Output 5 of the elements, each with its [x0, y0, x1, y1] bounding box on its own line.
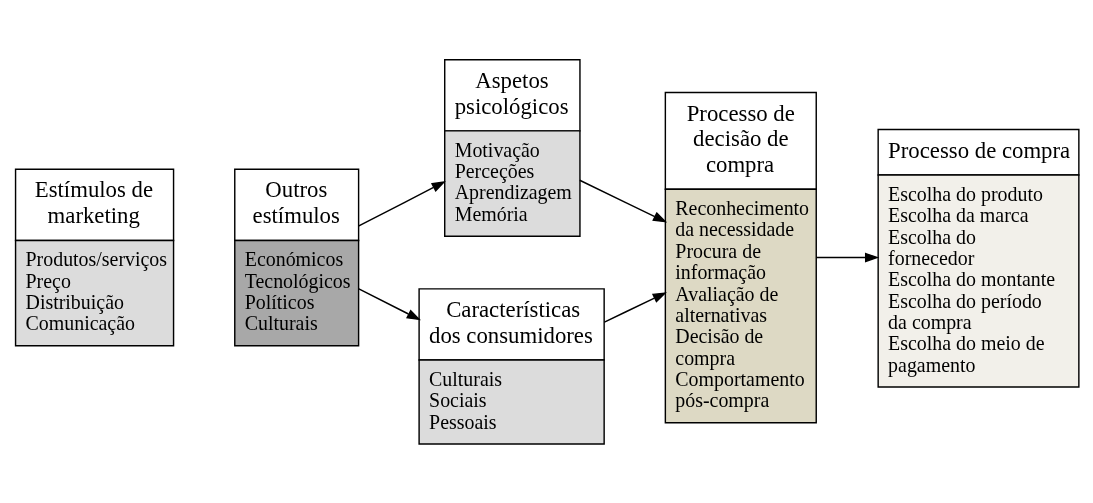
arrow	[579, 179, 668, 223]
arrow	[815, 252, 880, 263]
arrow	[603, 292, 667, 323]
arrow	[357, 287, 421, 321]
arrow	[357, 181, 446, 227]
